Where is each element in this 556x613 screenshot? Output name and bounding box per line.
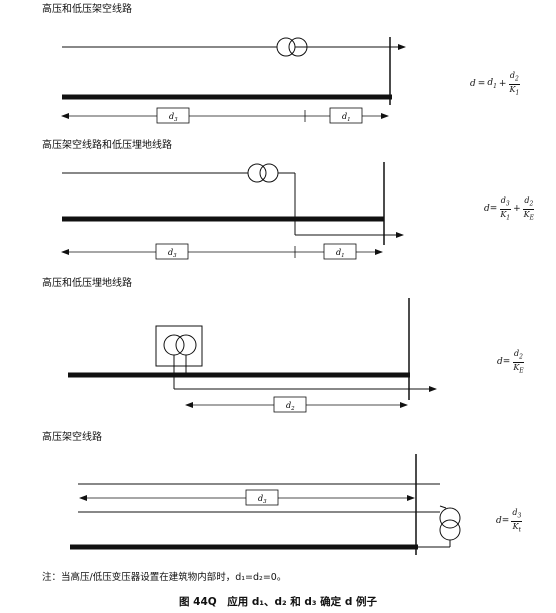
label-box-d2 bbox=[273, 396, 307, 413]
label-box-d3 bbox=[156, 107, 190, 124]
label-d3: d3 bbox=[258, 494, 267, 505]
label-box-d1 bbox=[323, 243, 357, 260]
label-d2: d2 bbox=[286, 401, 295, 412]
panel3-title: 高压和低压埋地线路 bbox=[42, 278, 132, 289]
panel2-diagram: d3 d1 bbox=[61, 162, 404, 260]
label-box-d1 bbox=[329, 107, 363, 124]
figure-caption: 图 44Q 应用 d₁、d₂ 和 d₃ 确定 d 例子 bbox=[179, 596, 377, 608]
label-d3: d3 bbox=[169, 112, 178, 123]
panel4-title: 高压架空线路 bbox=[42, 432, 102, 443]
transformer-icon bbox=[247, 163, 279, 183]
panel1-title: 高压和低压架空线路 bbox=[42, 4, 132, 15]
transformer-icon bbox=[276, 37, 308, 57]
label-box-d3 bbox=[245, 489, 279, 506]
label-d3: d3 bbox=[168, 248, 177, 259]
transformer-icon bbox=[439, 507, 461, 541]
footnote: 注：当高压/低压变压器设置在建筑物内部时，d₁=d₂=0。 bbox=[42, 572, 287, 583]
label-box-d3 bbox=[155, 243, 189, 260]
panel1-diagram: d3 d1 bbox=[61, 37, 406, 124]
panel4-diagram: d3 bbox=[70, 454, 461, 555]
label-d1: d1 bbox=[342, 112, 351, 123]
panel2-title: 高压架空线路和低压埋地线路 bbox=[42, 140, 172, 151]
panel3-diagram: d2 bbox=[68, 298, 437, 413]
label-d1: d1 bbox=[336, 248, 345, 259]
